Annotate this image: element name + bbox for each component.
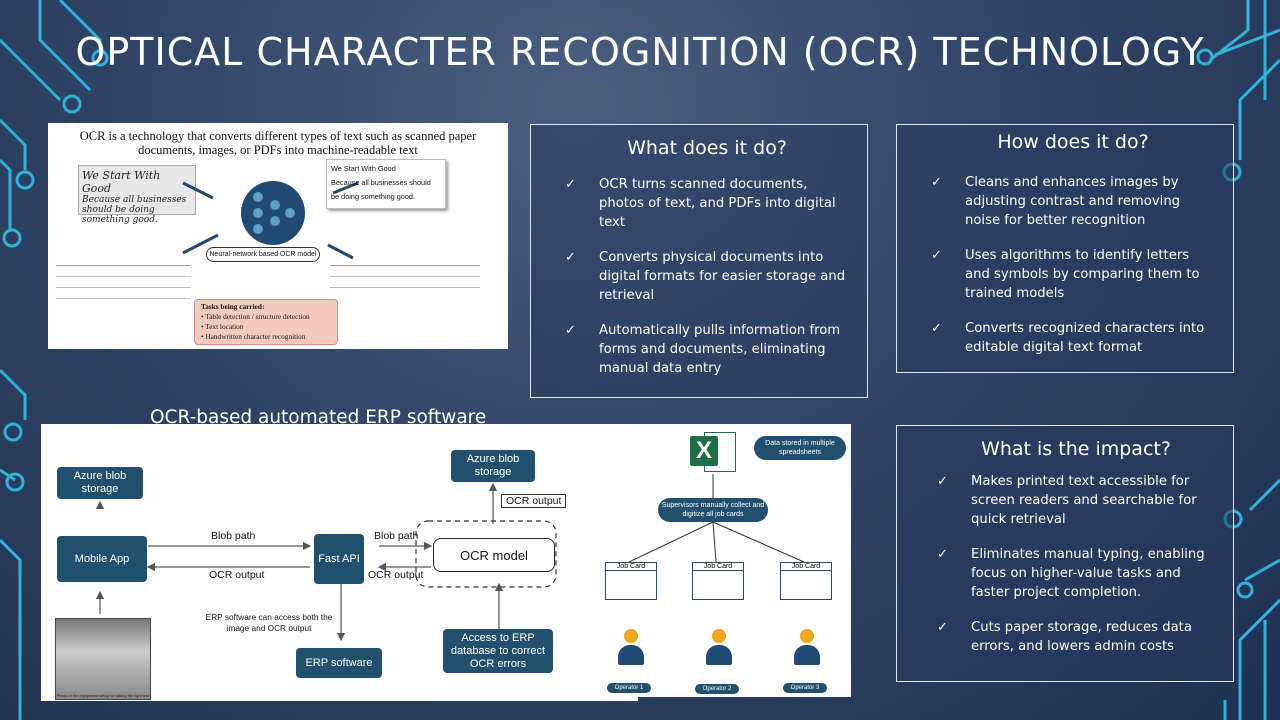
check-icon: ✓ xyxy=(937,547,948,562)
ocr-output-label: OCR output xyxy=(209,569,265,581)
what-item: ✓Automatically pulls information from fo… xyxy=(565,323,841,376)
equipment-photo: Photo of the equipment setup for taking … xyxy=(55,618,151,700)
excel-icon: X xyxy=(690,430,736,472)
slide-title: OPTICAL CHARACTER RECOGNITION (OCR) TECH… xyxy=(75,30,1205,74)
what-item: ✓OCR turns scanned documents, photos of … xyxy=(565,177,836,230)
operator-icon xyxy=(616,629,646,675)
azure-blob-storage-right: Azure blob storage xyxy=(451,450,535,482)
erp-access-note: ERP software can access both the image a… xyxy=(205,612,333,633)
task-item: • Handwritten character recognition xyxy=(201,332,306,341)
output-line-2: Because all businesses should xyxy=(331,178,431,187)
how-item: ✓Cleans and enhances images by adjusting… xyxy=(931,175,1181,228)
check-icon: ✓ xyxy=(931,248,942,263)
what-heading: What does it do? xyxy=(627,137,787,159)
tasks-title: Tasks being carried: xyxy=(201,302,265,311)
operator-label: Operator 3 xyxy=(783,683,827,693)
tree-lines xyxy=(628,474,805,563)
how-item: ✓Uses algorithms to identify letters and… xyxy=(931,248,1200,301)
mobile-app-box: Mobile App xyxy=(57,536,147,582)
operator-icon xyxy=(704,629,734,675)
handwritten-sample: We Start With Good Because all businesse… xyxy=(78,165,196,225)
ocr-output-sample: We Start With Good Because all businesse… xyxy=(326,159,446,209)
scanned-table-left xyxy=(56,253,191,313)
check-icon: ✓ xyxy=(937,474,948,489)
blob-path-label: Blob path xyxy=(211,530,256,542)
how-heading: How does it do? xyxy=(997,131,1149,153)
what-panel: What does it do? ✓OCR turns scanned docu… xyxy=(530,124,868,398)
what-item: ✓Converts physical documents into digita… xyxy=(565,250,846,303)
supervisors-box: Supervisors manually collect and digitiz… xyxy=(658,498,768,522)
access-erp-box: Access to ERP database to correct OCR er… xyxy=(443,629,553,673)
check-icon: ✓ xyxy=(565,177,576,192)
output-line-3: be doing something good. xyxy=(331,192,415,201)
photo-caption: Photo of the equipment setup for taking … xyxy=(56,693,150,698)
ocr-illustration: OCR is a technology that converts differ… xyxy=(48,123,508,349)
impact-item: ✓Eliminates manual typing, enabling focu… xyxy=(937,547,1205,600)
impact-panel: What is the impact? ✓Makes printed text … xyxy=(896,425,1234,682)
check-icon: ✓ xyxy=(565,323,576,338)
check-icon: ✓ xyxy=(931,175,942,190)
how-item: ✓Converts recognized characters into edi… xyxy=(931,321,1205,355)
neural-model-label: Neural-network based OCR model xyxy=(206,247,320,262)
operator-icon xyxy=(792,629,822,675)
output-line-1: We Start With Good xyxy=(331,164,396,173)
erp-diagram: Azure blob storage Mobile App Fast API A… xyxy=(41,424,638,701)
check-icon: ✓ xyxy=(937,620,948,635)
operator-label: Operator 2 xyxy=(695,684,739,694)
impact-item: ✓Makes printed text accessible for scree… xyxy=(937,474,1197,527)
how-panel: How does it do? ✓Cleans and enhances ima… xyxy=(896,124,1234,373)
ocr-output-label: OCR output xyxy=(368,569,424,581)
operator-label: Operator 1 xyxy=(607,683,651,693)
manual-process-diagram: X Data stored in multiple spreadsheets S… xyxy=(594,424,851,697)
impact-heading: What is the impact? xyxy=(981,438,1171,460)
azure-blob-storage-left: Azure blob storage xyxy=(57,467,143,499)
erp-heading: OCR-based automated ERP software xyxy=(150,407,487,428)
ocr-caption: OCR is a technology that converts differ… xyxy=(79,129,477,157)
check-icon: ✓ xyxy=(931,321,942,336)
erp-software-box: ERP software xyxy=(296,648,382,678)
handwritten-line-1: We Start With Good xyxy=(82,169,161,195)
fast-api-box: Fast API xyxy=(314,534,364,584)
blob-path-label: Blob path xyxy=(374,530,419,542)
neural-network-icon xyxy=(182,181,359,260)
job-card: Job Card xyxy=(780,562,832,600)
check-icon: ✓ xyxy=(565,250,576,265)
handwritten-line-2: Because all businesses should be doing s… xyxy=(82,195,187,225)
task-item: • Text location xyxy=(201,322,244,331)
ocr-model-box: OCR model xyxy=(433,538,555,572)
impact-item: ✓Cuts paper storage, reduces data errors… xyxy=(937,620,1192,654)
tasks-box: Tasks being carried: • Table detection /… xyxy=(194,299,338,345)
scanned-table-right xyxy=(330,253,480,303)
job-card: Job Card xyxy=(605,562,657,600)
task-item: • Table detection / structure detection xyxy=(201,312,310,321)
ocr-output-label: OCR output xyxy=(501,494,567,508)
erp-arrows xyxy=(95,482,557,642)
stored-spreadsheets-box: Data stored in multiple spreadsheets xyxy=(754,436,846,460)
job-card: Job Card xyxy=(692,562,744,600)
